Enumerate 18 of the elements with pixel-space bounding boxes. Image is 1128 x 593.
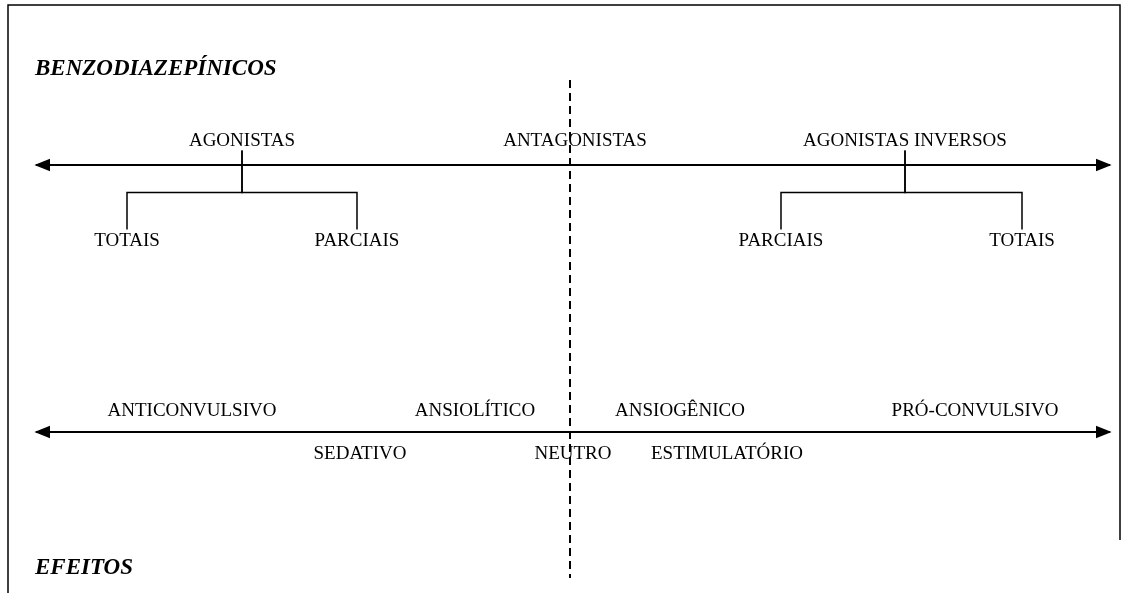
bracket-connector: [241, 149, 358, 231]
effect-label: ESTIMULATÓRIO: [651, 442, 803, 464]
category-label: AGONISTAS INVERSOS: [803, 129, 1007, 151]
section-heading: BENZODIAZEPÍNICOS: [35, 55, 277, 81]
category-label: ANTAGONISTAS: [503, 129, 647, 151]
category-label: PARCIAIS: [314, 229, 400, 251]
effect-label: NEUTRO: [534, 442, 612, 464]
category-label: AGONISTAS: [188, 129, 296, 151]
effect-label: ANTICONVULSIVO: [107, 399, 277, 421]
category-label: TOTAIS: [94, 229, 160, 251]
effect-label: PRÓ-CONVULSIVO: [891, 399, 1059, 421]
effect-label: ANSIOLÍTICO: [414, 399, 536, 421]
category-label: PARCIAIS: [738, 229, 824, 251]
section-heading: EFEITOS: [35, 554, 133, 580]
effect-label: ANSIOGÊNICO: [615, 399, 745, 421]
effect-label: SEDATIVO: [313, 442, 407, 464]
category-label: TOTAIS: [989, 229, 1055, 251]
bracket-connector: [904, 149, 1023, 231]
